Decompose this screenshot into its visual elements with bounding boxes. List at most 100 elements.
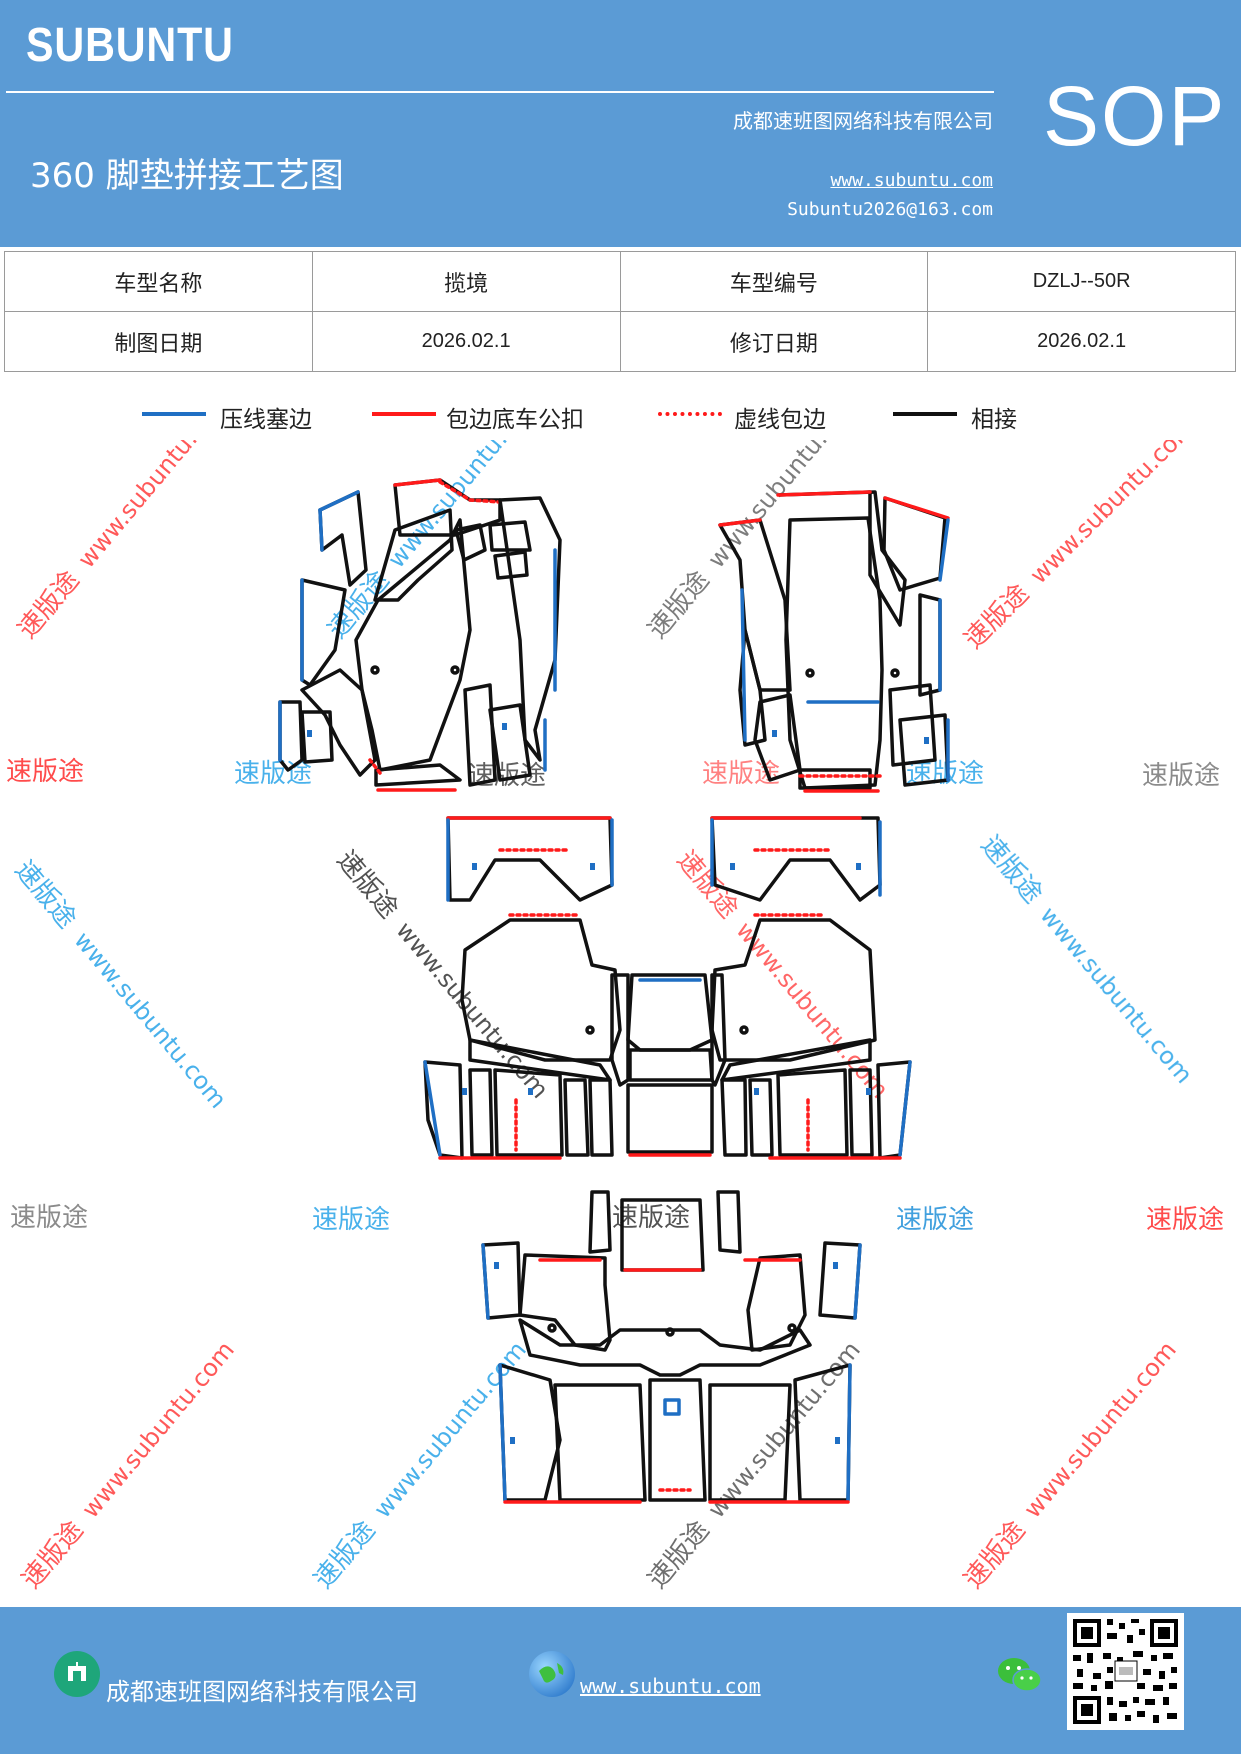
watermark-text: 速版途: [1142, 761, 1220, 791]
mat-piece: [454, 523, 487, 562]
mat-piece: [354, 518, 472, 772]
mat-piece: [626, 973, 714, 1052]
watermark-text: 速版途: [671, 845, 744, 924]
mat-piece: [553, 1383, 647, 1502]
watermark-text: 速版途: [234, 759, 312, 789]
mat-piece: [708, 1383, 792, 1502]
table-row: 制图日期 2026.02.1 修订日期 2026.02.1: [4, 311, 1236, 372]
watermark-text: 速版途: [959, 579, 1035, 655]
mat-piece: [373, 508, 454, 602]
watermark-text: 速版途: [896, 1205, 974, 1235]
watermark-text: 速版途: [612, 1203, 690, 1233]
mat-piece: [488, 703, 532, 782]
footer-website-link[interactable]: www.subuntu.com: [580, 1674, 761, 1698]
mat-piece: [488, 520, 532, 552]
watermark-text: www.subuntu.com: [702, 440, 866, 573]
mat-second-row: [423, 816, 912, 1160]
mat-piece: [648, 1378, 707, 1502]
wechat-icon[interactable]: [996, 1655, 1044, 1695]
watermark-text: 速版途: [1146, 1205, 1224, 1235]
revise-date-value: 2026.02.1: [927, 311, 1236, 372]
mat-edge: [318, 508, 324, 552]
footer-company-name: 成都速班图网络科技有限公司: [106, 1678, 418, 1706]
sop-badge: SOP: [1043, 69, 1227, 163]
table-row: 车型名称 揽境 车型编号 DZLJ--50R: [4, 251, 1236, 312]
mat-piece: [468, 1068, 494, 1157]
mat-piece: [818, 1241, 862, 1320]
mat-piece: [918, 593, 942, 697]
mat-piece: [374, 763, 462, 787]
watermark-text: www.subuntu.com: [1035, 901, 1199, 1088]
legend-swatch: [893, 412, 957, 416]
mat-piece: [720, 1078, 748, 1157]
mat-piece: [563, 1078, 590, 1157]
mat-piece: [518, 1253, 612, 1352]
mat-edge: [776, 490, 872, 497]
watermark-text: 速版途: [975, 830, 1048, 909]
watermark-text: www.subuntu.com: [76, 1336, 240, 1523]
mat-edge: [740, 588, 747, 742]
mat-piece: [784, 516, 884, 790]
qr-code[interactable]: [1067, 1613, 1184, 1730]
mat-piece: [882, 496, 947, 592]
legend-swatch: [372, 412, 436, 416]
info-table: 车型名称 揽境 车型编号 DZLJ--50R 制图日期 2026.02.1 修订…: [4, 251, 1236, 372]
website-link[interactable]: www.subuntu.com: [830, 170, 993, 191]
model-name-label: 车型名称: [4, 251, 313, 312]
mat-piece: [493, 1068, 564, 1157]
legend-label: 相接: [971, 407, 1017, 433]
mat-piece: [710, 973, 727, 1087]
mat-piece: [498, 1363, 562, 1502]
watermark-text: www.subuntu.com: [72, 440, 236, 573]
mat-edge: [898, 1060, 912, 1157]
company-name: 成都速班图网络科技有限公司: [733, 109, 993, 133]
mat-piece: [300, 710, 334, 764]
legend-swatch: [142, 412, 206, 416]
buckle-markers: [307, 723, 929, 1444]
mat-piece: [628, 1048, 714, 1082]
mat-piece: [610, 973, 630, 1087]
revise-date-label: 修订日期: [619, 311, 929, 372]
legend-label: 压线塞边: [220, 407, 312, 433]
company-logo-icon: [54, 1651, 100, 1697]
brand-logo: SUBUNTU: [26, 19, 234, 72]
mat-edge: [853, 1243, 862, 1320]
mat-piece: [300, 668, 377, 777]
watermark-text: 速版途: [6, 757, 84, 787]
model-name-value: 揽境: [311, 251, 621, 312]
watermark-text: 速版途: [9, 855, 82, 934]
watermark-text: www.subuntu.com: [1024, 440, 1200, 589]
mat-piece: [718, 518, 792, 692]
legend-label: 包边底车公扣: [446, 407, 584, 433]
mat-piece: [778, 490, 907, 627]
mat-third-row: [481, 1190, 862, 1504]
legend-label: 虚线包边: [734, 407, 826, 433]
mat-piece: [518, 1318, 812, 1377]
mat-piece: [848, 1068, 874, 1157]
footer-bar: 成都速班图网络科技有限公司 www.subuntu.com: [0, 1607, 1241, 1754]
watermark-text: 速版途: [331, 845, 404, 924]
legend-swatch: [658, 412, 722, 416]
mat-piece: [746, 1253, 807, 1352]
mat-piece: [720, 1038, 872, 1082]
mat-edge: [481, 1243, 490, 1320]
model-code-value: DZLJ--50R: [927, 251, 1236, 312]
mat-piece: [423, 1060, 464, 1160]
mat-edge: [498, 1363, 507, 1502]
mat-edge: [938, 518, 950, 582]
mat-piece: [716, 1190, 742, 1254]
mat-edge: [718, 518, 762, 527]
mat-front-left: [278, 478, 562, 792]
header-divider: [6, 91, 994, 93]
mat-edge: [883, 496, 950, 520]
mat-piece: [888, 683, 937, 767]
watermark-text: www.subuntu.com: [1018, 1336, 1182, 1523]
watermark-text: 速版途: [16, 1515, 89, 1594]
watermark-text: 速版途: [308, 1515, 381, 1594]
mat-piece: [446, 816, 614, 902]
watermark-text: 速版途: [642, 565, 715, 644]
mat-edge: [438, 480, 502, 504]
mat-piece: [626, 1083, 714, 1154]
draw-date-label: 制图日期: [4, 311, 313, 372]
mat-edge: [846, 1363, 852, 1502]
